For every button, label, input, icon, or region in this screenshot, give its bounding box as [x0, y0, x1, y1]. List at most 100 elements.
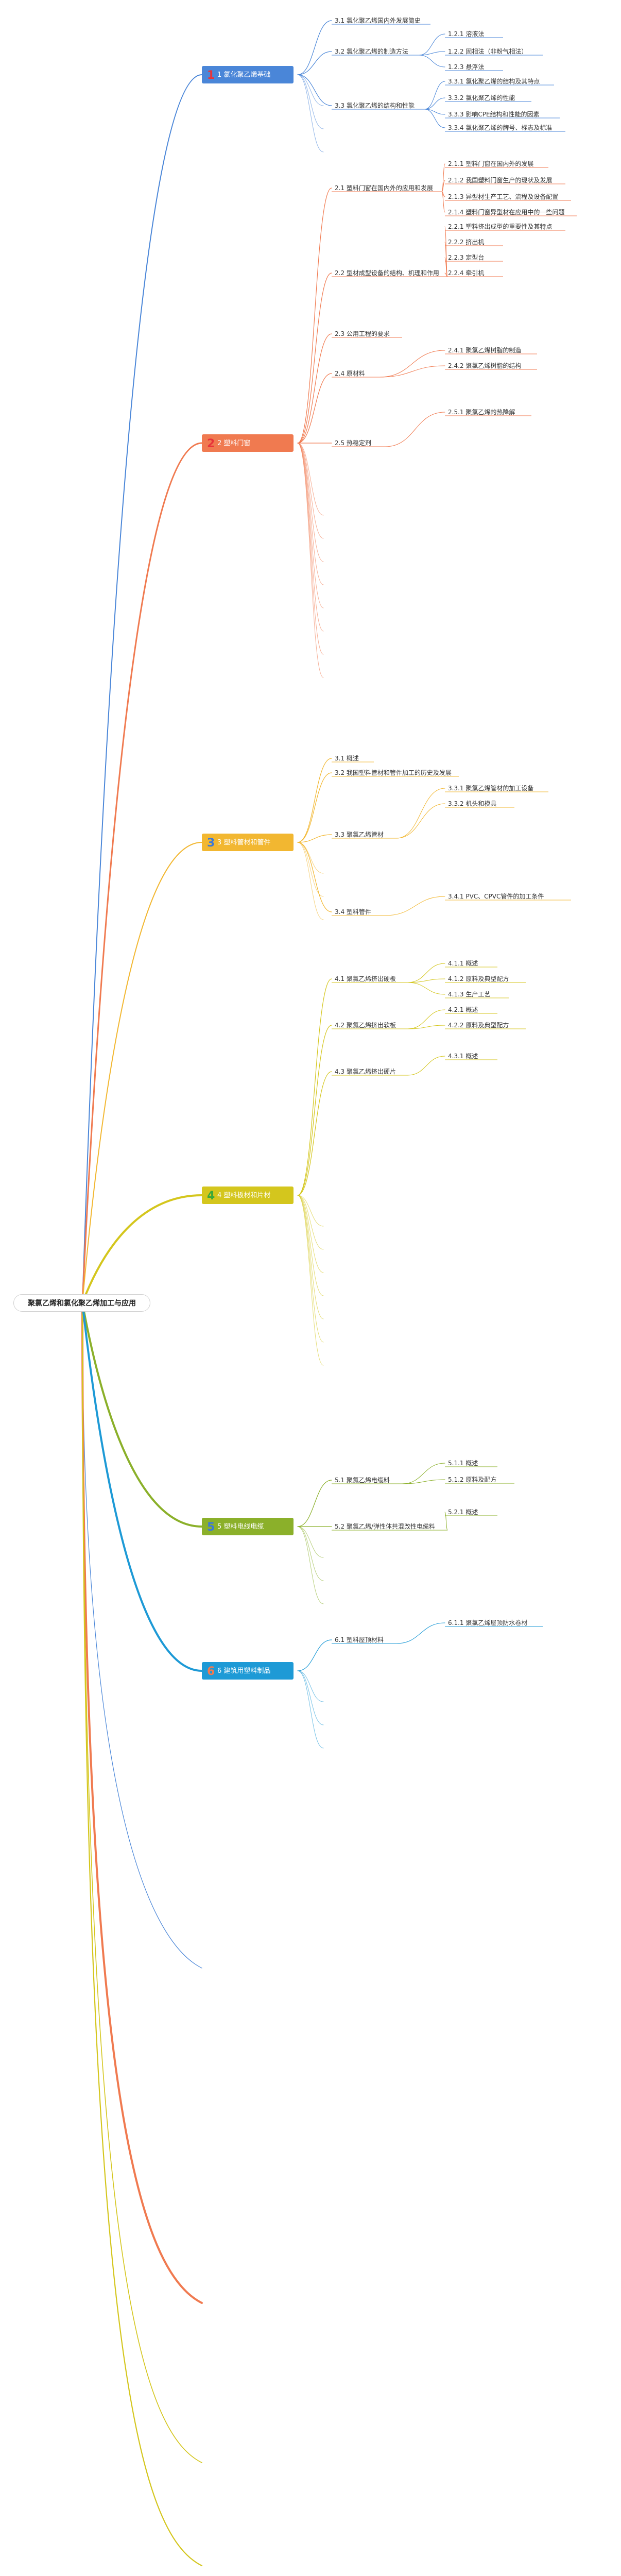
level1-branch-line	[297, 74, 332, 106]
level2-topic-label: 1.2.1 溶液法	[448, 30, 484, 38]
root-topic-label: 聚氯乙烯和氯化聚乙烯加工与应用	[28, 1299, 136, 1308]
level1-branch-line	[297, 1639, 332, 1671]
level2-branch-line	[407, 1056, 445, 1076]
level1-branch-line	[297, 1480, 332, 1527]
empty-sub-branch	[297, 1670, 324, 1725]
empty-sub-branch	[297, 1526, 324, 1558]
level2-topic-label: 4.1.1 概述	[448, 960, 478, 967]
level2-branch-line	[396, 803, 445, 839]
empty-sub-branch	[297, 443, 324, 655]
level2-topic-label: 1.2.3 悬浮法	[448, 63, 484, 71]
level1-topic-label: 4.3 聚氯乙烯挤出硬片	[335, 1067, 396, 1075]
level2-branch-line	[444, 1512, 448, 1531]
level2-topic-label: 2.5.1 聚氯乙烯的热降解	[448, 408, 515, 416]
main-branch-line	[81, 1302, 203, 1672]
trailing-branch-line	[81, 1308, 203, 2567]
empty-sub-branch	[297, 74, 324, 152]
level2-branch-line	[385, 896, 445, 916]
level2-branch-line	[407, 1009, 445, 1029]
empty-sub-branch	[297, 443, 324, 608]
empty-sub-branch	[297, 1195, 324, 1319]
level2-branch-line	[385, 412, 445, 447]
section-box[interactable]	[202, 1187, 294, 1204]
level2-topic-label: 4.2.2 原料及典型配方	[448, 1021, 509, 1029]
level2-topic-label: 5.2.1 概述	[448, 1509, 478, 1516]
level1-topic-label: 2.1 塑料门窗在国内外的应用和发展	[335, 184, 433, 192]
level2-topic-label: 3.3.2 机头和模具	[448, 800, 496, 807]
level2-branch-line	[419, 33, 445, 56]
level1-topic-label: 3.2 我国塑料管材和管件加工的历史及发展	[335, 769, 452, 776]
main-branch-line	[82, 842, 202, 1303]
empty-sub-branch	[297, 1195, 324, 1366]
section-box[interactable]	[202, 434, 294, 452]
level2-topic-label: 3.3.4 氯化聚乙烯的牌号、标志及标准	[448, 124, 552, 131]
root-topic[interactable]: 聚氯乙烯和氯化聚乙烯加工与应用	[13, 1294, 150, 1312]
level2-branch-line	[444, 257, 448, 277]
level1-topic-label: 2.2 型材成型设备的结构、机理和作用	[335, 269, 439, 277]
section-label: 1 氯化聚乙烯基础	[217, 71, 270, 79]
empty-sub-branch	[297, 842, 324, 920]
section-box[interactable]	[202, 66, 294, 83]
level2-branch-line	[441, 163, 445, 192]
empty-sub-branch	[297, 842, 324, 897]
level1-topic-label: 3.3 聚氯乙烯管材	[335, 831, 384, 838]
level2-topic-label: 4.2.1 概述	[448, 1006, 478, 1013]
level1-branch-line	[297, 333, 332, 444]
level2-topic-label: 2.1.3 异型材生产工艺、流程及设备配置	[448, 193, 558, 200]
level2-topic-label: 2.2.3 定型台	[448, 253, 484, 261]
level1-branch-line	[297, 373, 332, 444]
level2-branch-line	[424, 81, 445, 110]
section-box[interactable]	[202, 834, 294, 851]
trailing-branch-line	[82, 1309, 202, 1969]
section-number: 5	[207, 1521, 215, 1534]
empty-sub-branch	[297, 1670, 324, 1749]
level2-topic-label: 4.3.1 概述	[448, 1053, 478, 1060]
level2-branch-line	[402, 1479, 445, 1484]
level2-topic-label: 4.1.3 生产工艺	[448, 991, 490, 998]
level2-topic-label: 5.1.2 原料及配方	[448, 1476, 496, 1483]
section-label: 6 建筑用塑料制品	[217, 1667, 270, 1675]
level2-branch-line	[407, 963, 445, 983]
section-number: 1	[207, 69, 215, 82]
empty-sub-branch	[297, 443, 324, 539]
empty-sub-branch	[297, 1195, 324, 1227]
level1-branch-line	[297, 1071, 332, 1196]
level2-branch-line	[396, 788, 445, 839]
level2-branch-line	[424, 109, 445, 128]
level2-branch-line	[407, 982, 445, 995]
level2-branch-line	[407, 1025, 445, 1029]
empty-sub-branch	[297, 1670, 324, 1702]
level2-topic-label: 2.4.2 聚氯乙烯树脂的结构	[448, 362, 521, 369]
main-branch-line	[81, 1194, 203, 1304]
level2-branch-line	[407, 978, 445, 983]
level1-topic-label: 2.4 原材料	[335, 370, 365, 377]
level1-topic-label: 3.3 氯化聚乙烯的结构和性能	[335, 101, 415, 109]
level2-topic-label: 2.2.2 挤出机	[448, 238, 484, 246]
level2-topic-label: 2.1.2 我国塑料门窗生产的现状及发展	[448, 176, 552, 184]
empty-sub-branch	[297, 1195, 324, 1250]
level1-branch-line	[297, 834, 332, 843]
level2-branch-line	[424, 97, 445, 110]
level2-branch-line	[441, 191, 445, 213]
level2-topic-label: 6.1.1 聚氯乙烯屋顶防水卷材	[448, 1619, 527, 1626]
section-number: 2	[207, 437, 215, 450]
section-box[interactable]	[202, 1518, 294, 1535]
empty-sub-branch	[297, 1526, 324, 1581]
level2-topic-label: 3.3.3 影响CPE结构和性能的因素	[448, 110, 540, 118]
level2-branch-line	[419, 55, 445, 67]
level1-topic-label: 6.1 塑料屋顶材料	[335, 1636, 384, 1643]
level1-topic-label: 2.3 公用工程的要求	[335, 330, 390, 337]
level2-topic-label: 3.3.1 聚氯乙烯管材的加工设备	[448, 784, 533, 792]
level2-topic-label: 2.4.1 聚氯乙烯树脂的制造	[448, 346, 521, 354]
level2-topic-label: 5.1.1 概述	[448, 1460, 478, 1467]
empty-sub-branch	[297, 1195, 324, 1273]
level1-topic-label: 5.1 聚氯乙烯电缆料	[335, 1477, 390, 1484]
main-branch-line	[81, 442, 203, 1304]
empty-sub-branch	[297, 1195, 324, 1343]
level2-branch-line	[396, 1622, 445, 1644]
level2-topic-label: 2.1.4 塑料门窗异型材在应用中的一些问题	[448, 208, 564, 216]
level2-branch-line	[402, 1463, 445, 1484]
section-box[interactable]	[202, 1662, 294, 1680]
